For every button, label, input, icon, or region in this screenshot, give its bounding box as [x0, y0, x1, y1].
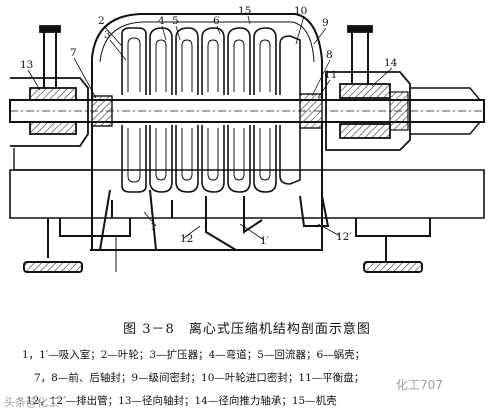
label-5: 5	[172, 15, 179, 27]
label-11: 11	[324, 69, 337, 81]
label-2: 2	[98, 15, 105, 27]
label-8: 8	[326, 49, 333, 61]
rotor-shaft	[9, 93, 485, 129]
leader-lines	[27, 15, 393, 241]
legend-line-1: 1，1′—吸入室；2—叶轮；3—扩压器；4—弯道；5—回流器；6—蜗壳；	[22, 349, 366, 361]
part-labels: 2 3 4 5 6 15 10 9 8 11 7 13 14 1 12 1′ 1…	[20, 5, 398, 247]
label-7: 7	[70, 47, 77, 59]
machine-casing	[91, 13, 323, 251]
label-1: 1	[150, 221, 157, 233]
discharge-pipes	[90, 189, 330, 251]
watermark-left: 头条@化工	[4, 396, 59, 409]
label-14: 14	[384, 57, 398, 69]
figure-caption: 图 3－8 离心式压缩机结构剖面示意图	[123, 322, 371, 337]
left-bearing-housing	[10, 25, 90, 171]
label-15: 15	[238, 5, 251, 17]
support-legs	[23, 218, 423, 273]
lower-impeller-stages	[121, 125, 301, 193]
upper-impeller-stages	[121, 27, 301, 95]
label-1-prime: 1′	[260, 235, 270, 247]
label-3: 3	[104, 29, 111, 41]
legend-line-2: 7，8—前、后轴封；9—级间密封；10—叶轮进口密封；11—平衡盘；	[34, 372, 365, 384]
label-13: 13	[20, 59, 33, 71]
label-12: 12	[180, 233, 193, 245]
label-12-prime: 12′	[336, 231, 352, 243]
watermark-right: 化工707	[396, 378, 443, 392]
label-10: 10	[294, 5, 307, 17]
label-6: 6	[213, 15, 220, 27]
label-9: 9	[322, 17, 329, 29]
right-bearing-housing	[325, 25, 481, 151]
legend-line-3: 12，12′—排出管；13—径向轴封；14—径向推力轴承；15—机壳	[26, 395, 337, 407]
base-frame	[9, 169, 485, 237]
label-4: 4	[158, 15, 165, 27]
